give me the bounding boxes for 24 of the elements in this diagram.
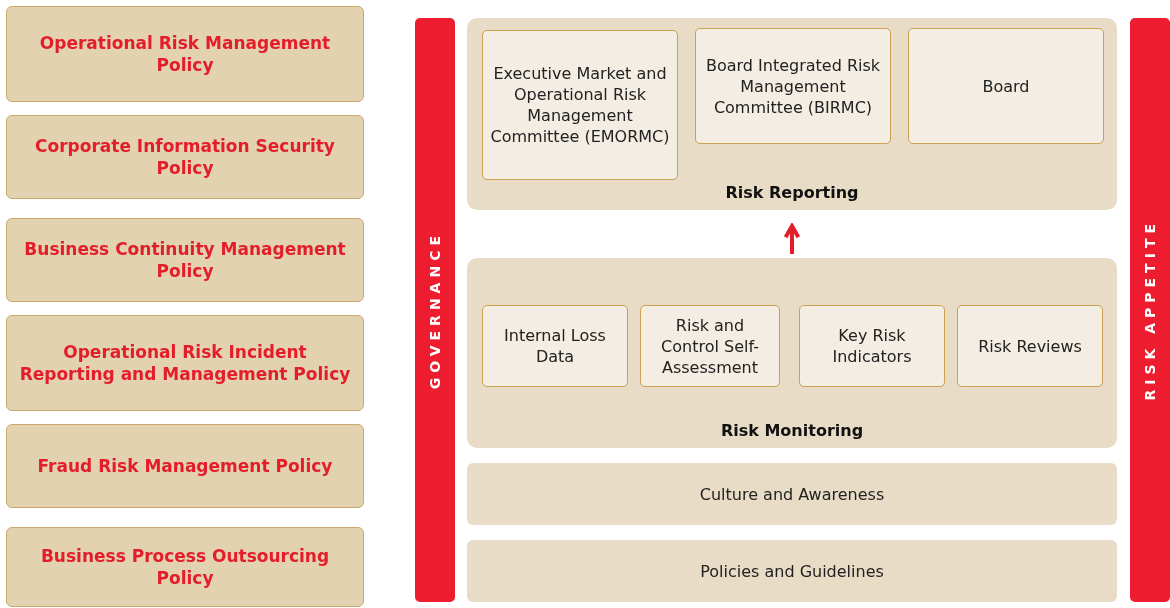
process-box: Board Integrated Risk Management Committee (BIRMC) <box>695 28 891 144</box>
process-box: Key Risk Indicators <box>799 305 945 387</box>
policy-box: Operational Risk Management Policy <box>6 6 364 102</box>
section-heading: Risk Reporting <box>724 183 860 202</box>
policy-box: Corporate Information Security Policy <box>6 115 364 199</box>
section-panel <box>467 258 1117 448</box>
arrow <box>783 224 801 254</box>
process-box: Risk Reviews <box>957 305 1103 387</box>
vertical-label: RISK APPETITE <box>1142 219 1158 401</box>
policy-box: Business Continuity Management Policy <box>6 218 364 302</box>
process-box: Executive Market and Operational Risk Management Committee (EMORMC) <box>482 30 678 180</box>
policy-box: Operational Risk Incident Reporting and Management Policy <box>6 315 364 411</box>
layer-band: Culture and Awareness <box>467 463 1117 525</box>
section-heading: Risk Monitoring <box>719 421 865 440</box>
policy-box: Fraud Risk Management Policy <box>6 424 364 508</box>
side-bar <box>415 18 455 602</box>
section-panel <box>467 18 1117 210</box>
side-bar <box>1130 18 1170 602</box>
process-box: Risk and Control Self-Assessment <box>640 305 780 387</box>
process-box: Board <box>908 28 1104 144</box>
policy-box: Business Process Outsourcing Policy <box>6 527 364 607</box>
layer-band: Policies and Guidelines <box>467 540 1117 602</box>
process-box: Internal Loss Data <box>482 305 628 387</box>
vertical-label: GOVERNANCE <box>427 230 443 390</box>
